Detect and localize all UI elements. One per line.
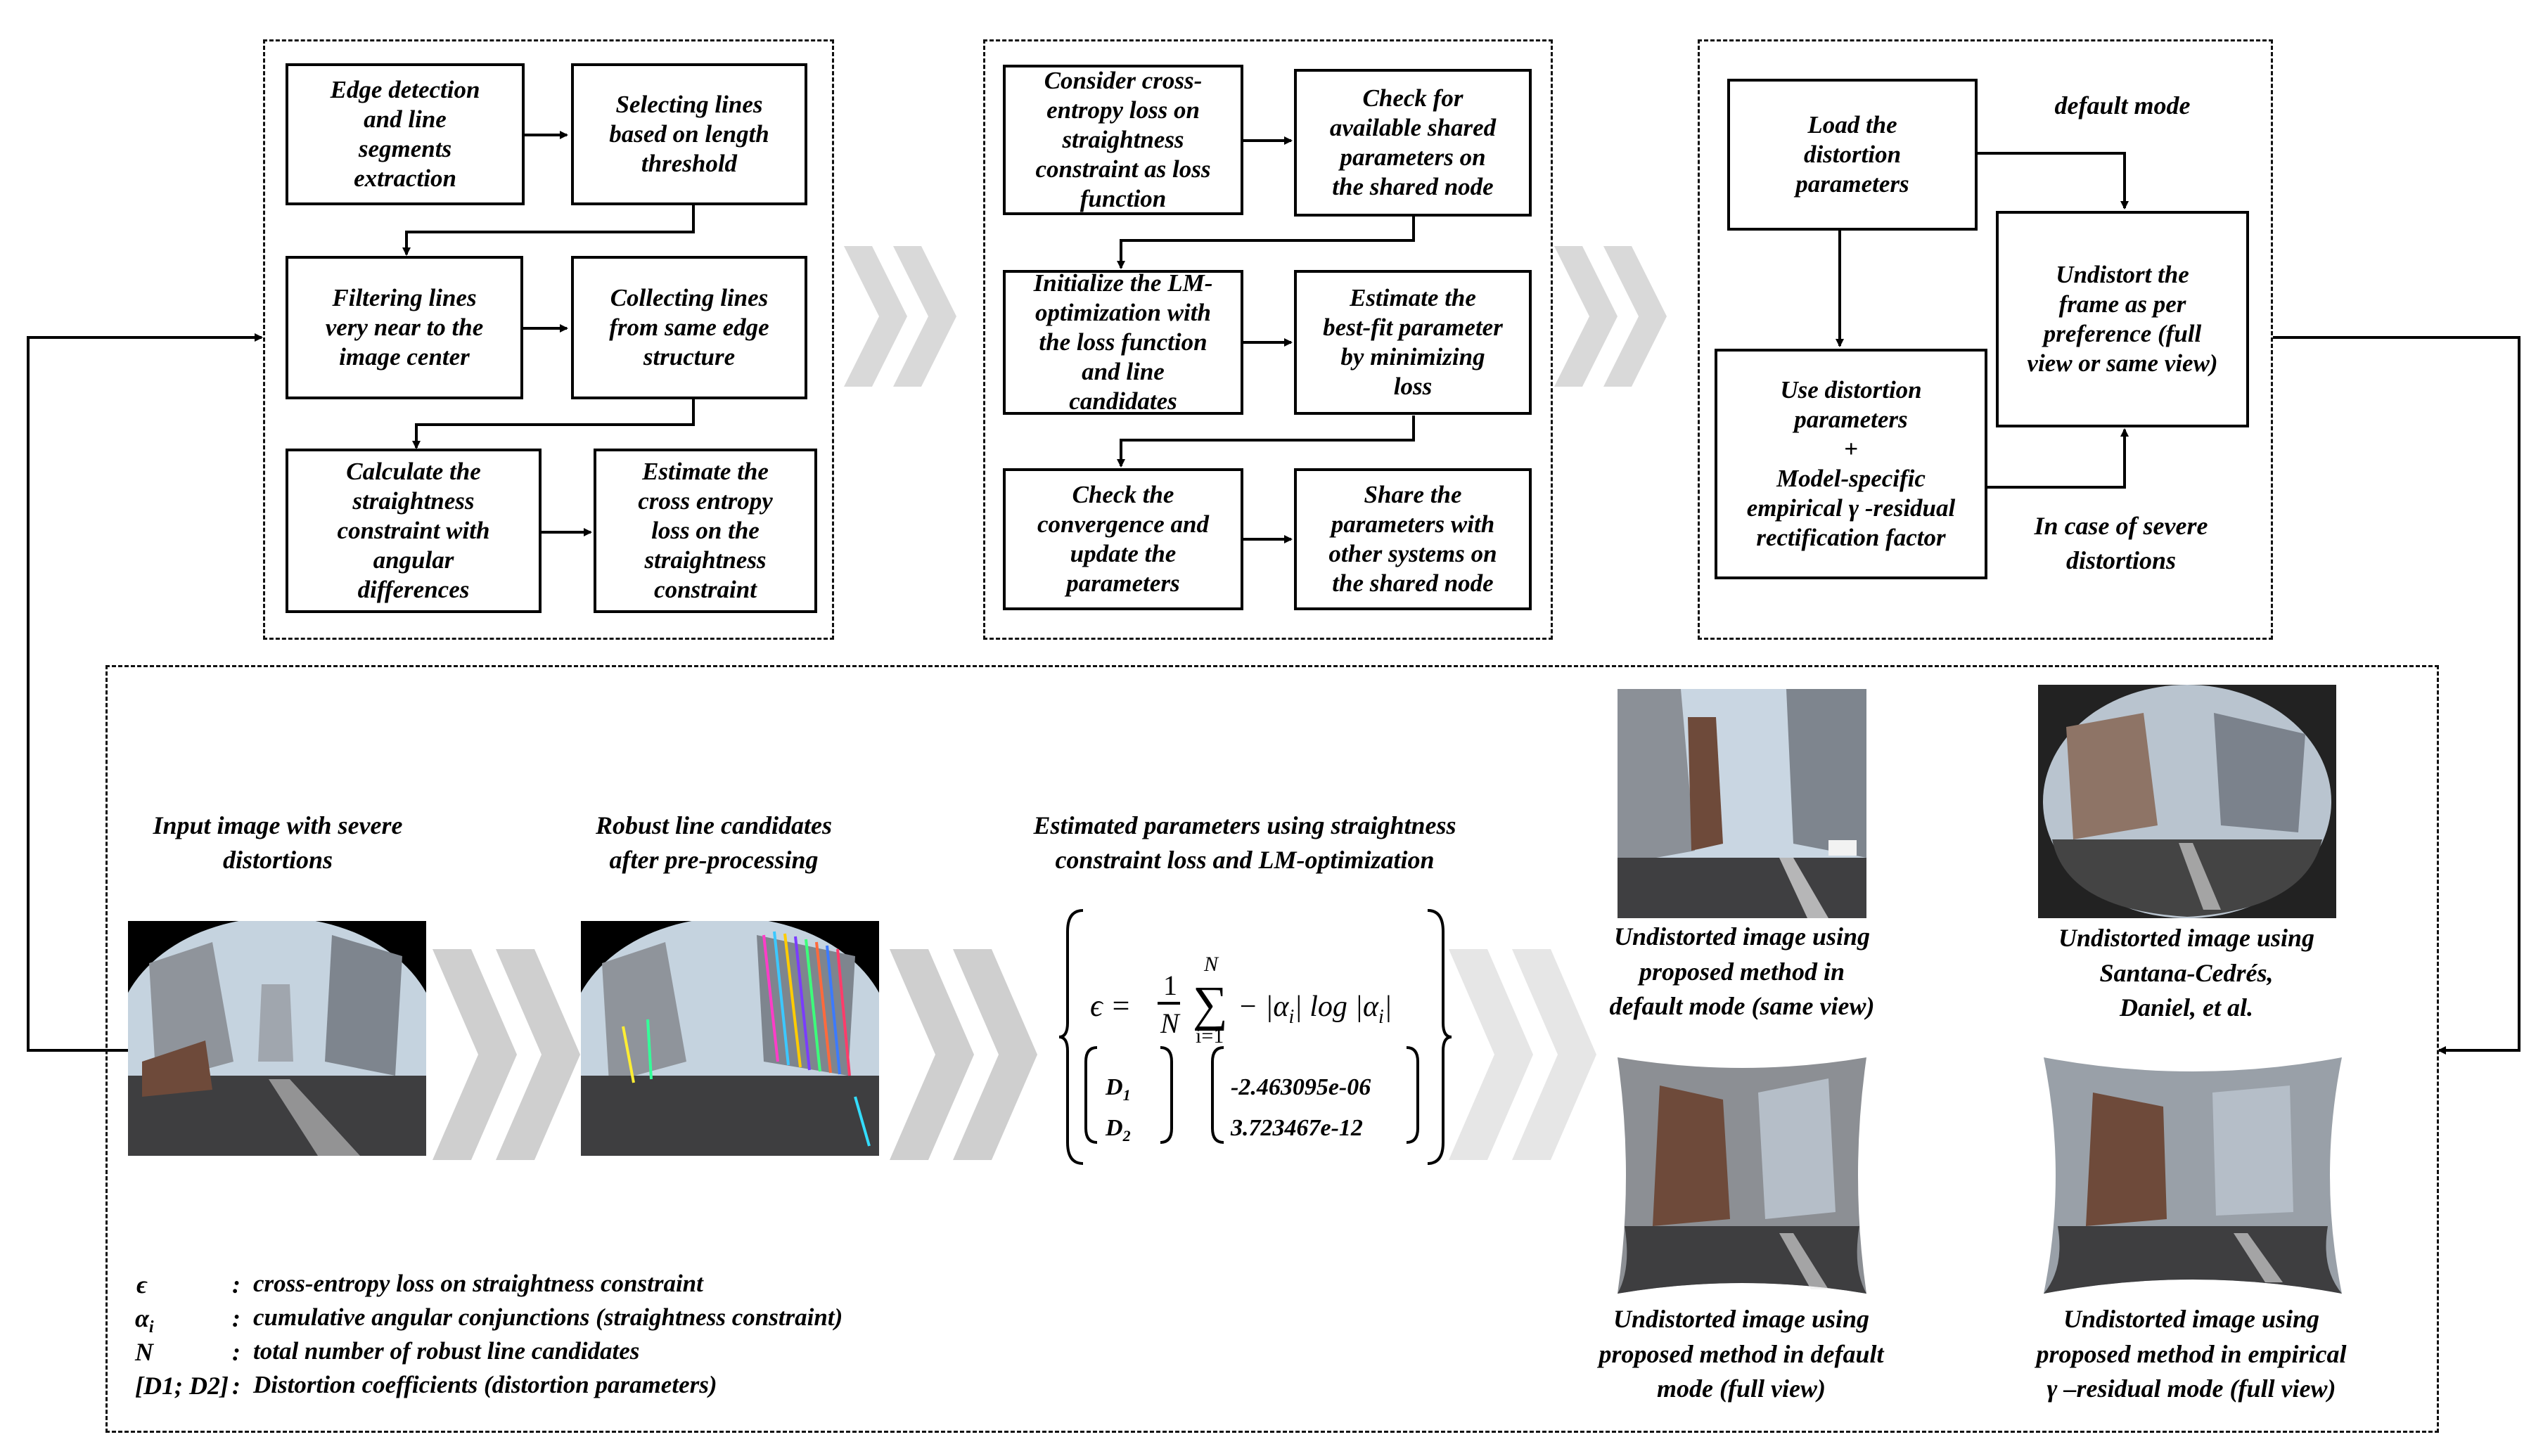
legend-colon-1: : (232, 1270, 241, 1299)
eq-body-1: − |α (1238, 991, 1289, 1023)
best-fit-box: Estimate the best-fit parameter by minim… (1294, 270, 1532, 415)
check-convergence-box: Check the convergence and update the par… (1003, 468, 1243, 610)
flow-arrows (27, 131, 2520, 1055)
legend-desc-2: cumulative angular conjunctions (straigh… (253, 1303, 843, 1331)
same-view-caption: Undistorted image using proposed method … (1609, 922, 1875, 1021)
eq-d1: D1 (1105, 1074, 1131, 1104)
stage-2-container (983, 39, 1553, 640)
bottom-chevrons (433, 949, 1596, 1160)
empirical-residual-box: Use distortion parameters + Model-specif… (1715, 349, 1987, 579)
eq-d2: D2 (1105, 1115, 1131, 1145)
eq-d2-letter: D (1105, 1115, 1123, 1141)
santana-result-image (2038, 685, 2336, 918)
full-view-caption: Undistorted image using proposed method … (1599, 1305, 1884, 1403)
stage-1-container (263, 39, 834, 640)
stage-chevrons (844, 246, 1667, 387)
legend-n: N (135, 1338, 153, 1366)
filter-lines-box: Filtering lines very near to the image c… (286, 256, 523, 399)
severe-distortions-label: In case of severe distortions (2034, 512, 2208, 574)
input-image-label: Input image with severe distortions (153, 811, 403, 874)
legend-epsilon: ϵ (136, 1270, 148, 1299)
eq-body-sub2: i (1378, 1006, 1384, 1028)
eq-v2: 3.723467e-12 (1230, 1115, 1363, 1141)
robust-lines-image (581, 921, 879, 1156)
legend-desc-3: total number of robust line candidates (253, 1337, 640, 1365)
robust-lines-label: Robust line candidates after pre-process… (595, 811, 833, 874)
collect-lines-box: Collecting lines from same edge structur… (571, 256, 807, 399)
undistort-frame-box: Undistort the frame as per preference (f… (1996, 211, 2249, 427)
eq-d1-sub: 1 (1123, 1086, 1131, 1104)
share-params-box: Share the parameters with other systems … (1294, 468, 1532, 610)
default-mode-label: default mode (2054, 91, 2191, 120)
santana-caption: Undistorted image using Santana-Cedrés, … (2058, 924, 2315, 1022)
init-lm-box: Initialize the LM- optimization with the… (1003, 269, 1243, 415)
eq-body-2: | log |α (1294, 991, 1379, 1023)
cross-entropy-box: Estimate the cross entropy loss on the s… (594, 449, 817, 613)
legend-colon-3: : (232, 1338, 241, 1366)
input-fisheye-image (128, 921, 426, 1156)
eq-body-sub1: i (1288, 1006, 1294, 1028)
legend-alpha: αi (135, 1303, 154, 1337)
straightness-constraint-box: Calculate the straightness constraint wi… (286, 449, 542, 613)
legend-alpha-sym: α (135, 1304, 149, 1332)
eq-sum-top: N (1203, 953, 1219, 976)
bottom-container (105, 665, 2439, 1433)
eq-body-3: | (1384, 991, 1392, 1023)
eq-v1: -2.463095e-06 (1231, 1074, 1371, 1100)
legend-desc-4: Distortion coefficients (distortion para… (253, 1371, 717, 1398)
sigma-icon: ∑ (1193, 977, 1228, 1031)
estimated-params-label: Estimated parameters using straightness … (1033, 811, 1456, 874)
same-view-result-image (1618, 689, 1866, 918)
eq-body: − |αi| log |αi| (1238, 991, 1392, 1028)
load-distortion-box: Load the distortion parameters (1727, 79, 1978, 231)
eq-d2-sub: 2 (1122, 1127, 1131, 1145)
legend: ϵ αi N [D1; D2] : : : : cross-entropy lo… (135, 1270, 1049, 1410)
eq-lhs: ϵ = (1090, 988, 1131, 1023)
eq-sum-bottom: i=1 (1196, 1024, 1224, 1048)
legend-colon-4: : (232, 1372, 241, 1400)
legend-alpha-sub: i (148, 1318, 154, 1337)
select-lines-box: Selecting lines based on length threshol… (571, 63, 807, 205)
empirical-result-image (2044, 1057, 2342, 1294)
legend-desc-1: cross-entropy loss on straightness const… (253, 1270, 703, 1297)
loss-function-box: Consider cross- entropy loss on straight… (1003, 65, 1243, 215)
empirical-caption: Undistorted image using proposed method … (2036, 1305, 2347, 1403)
full-view-result-image (1618, 1057, 1866, 1294)
edge-detection-box: Edge detection and line segments extract… (286, 63, 525, 205)
check-shared-params-box: Check for available shared parameters on… (1294, 69, 1532, 217)
loss-equation: ϵ = 1 N N ∑ i=1 − |αi| log |αi| D1 D2 -2… (1058, 909, 1452, 1165)
eq-d1-letter: D (1105, 1074, 1123, 1100)
legend-colon-2: : (232, 1304, 241, 1332)
eq-frac-num: 1 (1163, 969, 1177, 1001)
stage-3-container (1698, 39, 2273, 640)
legend-d: [D1; D2] (135, 1372, 229, 1400)
eq-frac-den: N (1160, 1007, 1181, 1039)
